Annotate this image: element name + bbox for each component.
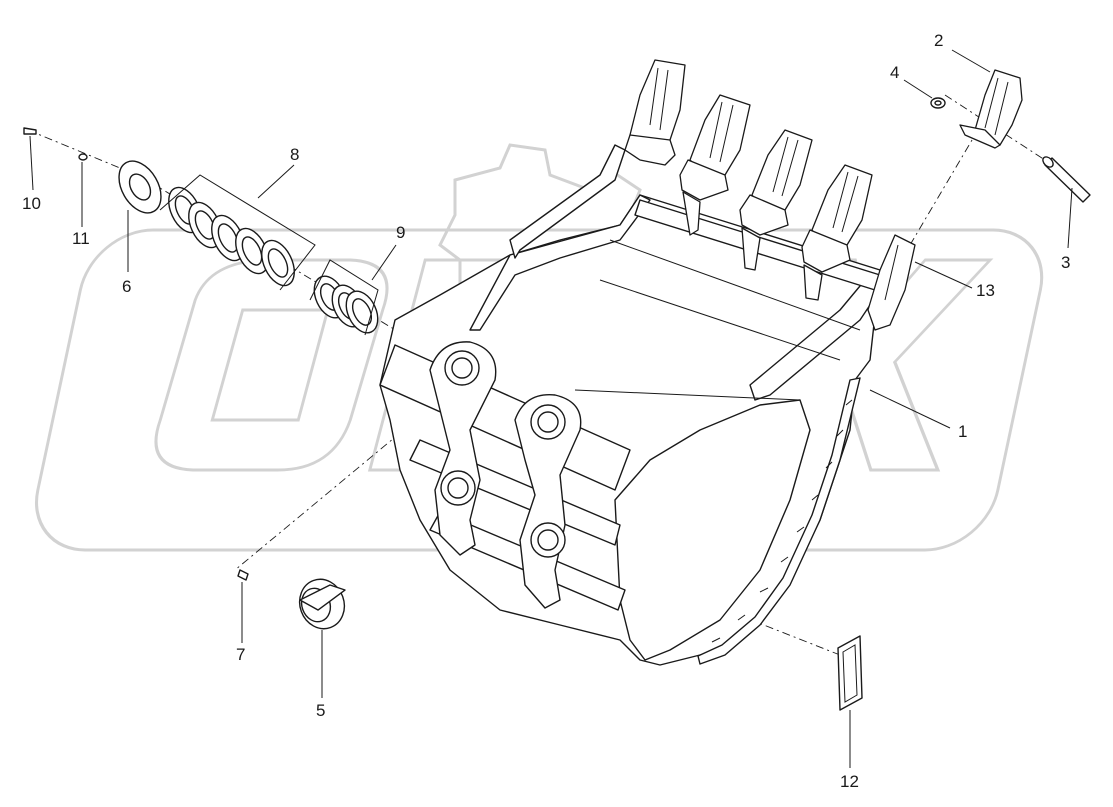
part-8-shims	[159, 174, 316, 291]
callout-4: 4	[890, 63, 899, 82]
part-3-pin	[1042, 156, 1091, 203]
bucket-side-rail-left	[509, 144, 626, 259]
part-5-cap	[298, 578, 346, 630]
callout-7: 7	[236, 645, 245, 664]
bucket-top-lip	[469, 194, 651, 331]
callout-11: 11	[72, 229, 90, 248]
part-11-washer	[78, 153, 88, 161]
callout-12: 12	[840, 772, 859, 791]
part-6-plate	[118, 160, 162, 214]
tooth-2	[679, 94, 751, 236]
callout-3: 3	[1061, 253, 1070, 272]
bucket-side-plate	[614, 399, 811, 661]
callout-1: 1	[958, 422, 967, 441]
callout-9: 9	[396, 223, 405, 242]
callout-2: 2	[934, 31, 943, 50]
callout-13: 13	[976, 281, 995, 300]
leader-lines	[29, 49, 1073, 768]
ear-plate-left	[429, 341, 497, 556]
callout-labels: 1 2 3 4 5 6 7 8 9 10 11 12 13	[22, 31, 1070, 791]
ear-plate-right	[514, 394, 582, 609]
part-2-tooth	[959, 69, 1023, 149]
callout-8: 8	[290, 145, 299, 164]
callout-5: 5	[316, 701, 325, 720]
bucket-body	[379, 144, 881, 666]
side-cutter-13	[867, 234, 916, 331]
tooth-1	[624, 59, 686, 166]
tooth-4	[801, 164, 873, 301]
part-4-washer	[930, 97, 946, 109]
part-10-bolt	[23, 127, 37, 135]
heel-wear-plates	[697, 377, 861, 665]
part-7-pin	[237, 569, 249, 581]
bucket-teeth	[624, 59, 916, 331]
callout-6: 6	[122, 277, 131, 296]
part-9-shims	[309, 259, 379, 336]
callout-10: 10	[22, 194, 41, 213]
part-12-nameplate	[837, 635, 863, 711]
tooth-3	[739, 129, 813, 271]
